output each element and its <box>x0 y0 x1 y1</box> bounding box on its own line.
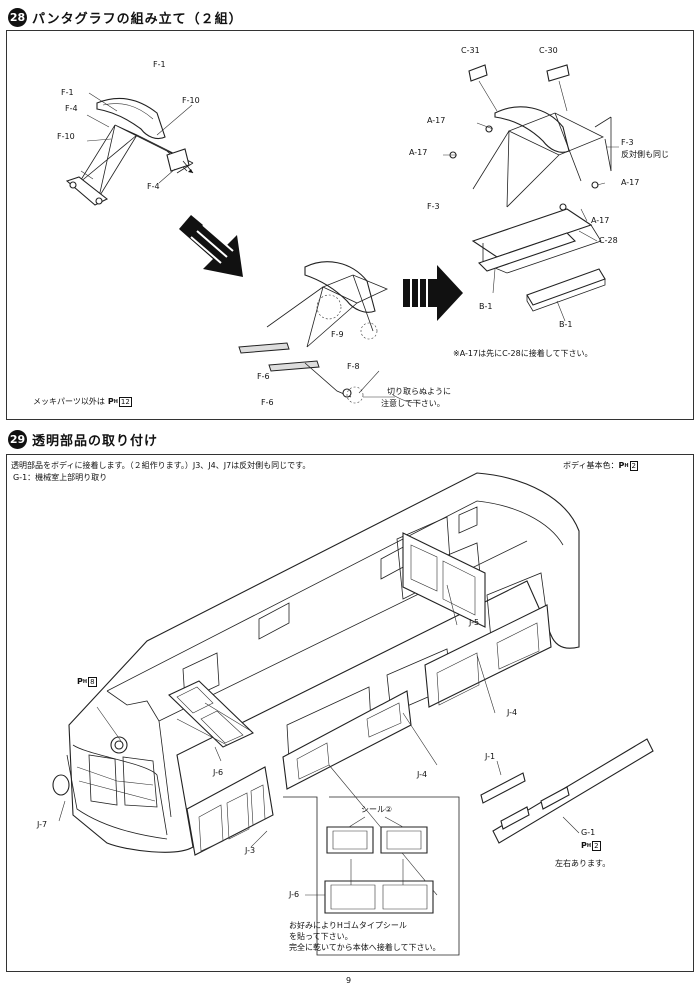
clear-part-j4-upper <box>424 604 552 708</box>
seal-inset-box <box>283 796 460 956</box>
label-j1: J-1 <box>485 752 496 761</box>
label-g1-ref-sub: H <box>586 842 592 849</box>
label-f10-left: F-10 <box>57 132 75 141</box>
step-29-number: 29 <box>8 429 27 449</box>
label-f4-bottom: F-4 <box>147 182 160 191</box>
clear-part-j6 <box>168 680 254 748</box>
label-f6-top: F-6 <box>257 372 270 381</box>
label-c28: C-28 <box>599 236 618 245</box>
clear-part-j3 <box>186 766 274 856</box>
step-28-panel: F-1 F-1 F-4 F-10 F-10 F-4 C-31 C-30 A-17… <box>6 30 694 420</box>
label-f3-left: F-3 <box>427 202 440 211</box>
clear-part-g1-group <box>480 738 654 844</box>
label-a17-4: A-17 <box>591 216 610 225</box>
label-g1-ref-letter: P <box>581 841 587 850</box>
label-f1-left: F-1 <box>61 88 74 97</box>
label-a17-1: A-17 <box>427 116 446 125</box>
body-color-label: ボディ基本色： <box>563 461 619 470</box>
seal-note-1: お好みによりHゴムタイプシール <box>289 921 407 930</box>
label-a17-2: A-17 <box>409 148 428 157</box>
paint-ref-number: 12 <box>118 397 132 407</box>
label-j6-main: J-6 <box>213 768 224 777</box>
label-f4-top: F-4 <box>65 104 78 113</box>
label-a17-3: A-17 <box>621 178 640 187</box>
note-a17-glue: ※A-17は先にC-28に接着して下さい。 <box>453 349 593 358</box>
pantograph-exploded-view <box>443 64 619 322</box>
left-right-note: 左右あります。 <box>555 859 611 868</box>
seal-note-3: 完全に乾いてから本体へ接着して下さい。 <box>289 943 441 952</box>
label-f10-right: F-10 <box>182 96 200 105</box>
label-b1-right: B-1 <box>559 320 573 329</box>
step-29-panel: 透明部品をボディに接着します。（２組作ります。）J3、J4、J7は反対側も同じで… <box>6 454 694 972</box>
seal-label-text: シール <box>361 805 385 814</box>
step-28-title: パンタグラフの組み立て（２組） <box>32 11 243 27</box>
note-cut-2: 注意して下さい。 <box>381 399 445 408</box>
label-c30: C-30 <box>539 46 558 55</box>
label-f1-top: F-1 <box>153 60 166 69</box>
label-f3-right-note: 反対側も同じ <box>621 150 669 159</box>
paint-ref-letter: P <box>107 397 114 406</box>
page-number: 9 <box>346 976 352 985</box>
pantograph-subassembly-2 <box>238 261 395 404</box>
label-p8-sub: H <box>82 678 88 685</box>
label-j4-upper: J-4 <box>507 708 518 717</box>
body-color-ref-number: 2 <box>629 461 638 471</box>
note-cut-1: 切り取らぬように <box>387 387 451 396</box>
label-j6-seal: J-6 <box>289 890 300 899</box>
step-28-number: 28 <box>8 7 27 27</box>
seal-note-2: を貼って下さい。 <box>289 932 353 941</box>
label-f6-bottom: F-6 <box>261 398 274 407</box>
step-29-intro-2: G-1：機械室上部明り取り <box>13 473 108 482</box>
label-c31: C-31 <box>461 46 480 55</box>
body-color-ref-sub: H <box>624 462 629 469</box>
label-g1: G-1 <box>581 828 596 837</box>
label-p8-number: 8 <box>88 677 97 687</box>
label-j4-lower: J-4 <box>417 770 428 779</box>
clear-part-j4-lower <box>282 690 412 790</box>
label-f3-right: F-3 <box>621 138 634 147</box>
clear-part-j5 <box>402 532 486 628</box>
paint-ref-sub: H <box>113 398 118 405</box>
label-p8-letter: P <box>77 677 83 686</box>
paint-note-text: メッキパーツ以外は <box>33 397 105 406</box>
step-28-header: 28 パンタグラフの組み立て（２組） <box>8 6 243 28</box>
body-color-ref-letter: P <box>618 461 625 470</box>
label-b1-left: B-1 <box>479 302 493 311</box>
label-j5: J-5 <box>469 618 480 627</box>
clear-part-j7 <box>52 774 70 796</box>
step-29-drawing <box>52 472 654 956</box>
step-29-intro-1: 透明部品をボディに接着します。（２組作ります。）J3、J4、J7は反対側も同じで… <box>11 461 311 470</box>
step-29-title: 透明部品の取り付け <box>32 433 159 449</box>
pantograph-subassembly-1 <box>65 92 194 206</box>
label-f8: F-8 <box>347 362 360 371</box>
step-28-drawing <box>65 64 619 404</box>
label-f9: F-9 <box>331 330 344 339</box>
label-g1-ref-number: 2 <box>592 841 601 851</box>
step-29-header: 29 透明部品の取り付け <box>8 428 158 450</box>
label-j3: J-3 <box>245 846 256 855</box>
seal-label-number: ② <box>385 805 393 814</box>
assembly-arrow-1 <box>179 215 243 277</box>
label-j7: J-7 <box>37 820 48 829</box>
seal-label: シール② <box>361 805 392 815</box>
assembly-arrow-2 <box>403 265 463 321</box>
